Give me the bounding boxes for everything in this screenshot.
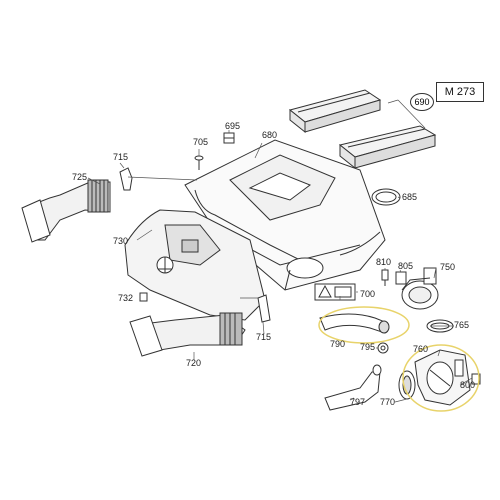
part-715b-label: 715 [256,332,272,342]
leader-lines [87,99,473,403]
air-filter-element-top [288,89,382,134]
part-797-label: 797 [350,397,366,407]
clamp-795 [377,342,389,354]
part-705-label: 705 [193,137,209,147]
highlight-throttle-760 [402,344,480,412]
part-700-label: 700 [360,289,376,299]
bolt-705 [194,155,204,170]
part-725-label: 725 [72,172,88,182]
sensor-810 [381,269,389,286]
clip-732 [139,292,148,302]
part-685-label: 685 [402,192,418,202]
part-720-label: 720 [186,358,202,368]
part-765-label: 765 [454,320,470,330]
air-filter-element-bottom [338,125,437,170]
part-760-label: 760 [413,344,429,354]
part-800-label: 800 [460,380,476,390]
part-680-label: 680 [262,130,278,140]
engine-model-label: M 273 [436,82,484,102]
hose-797 [324,364,382,411]
clamp-715-bottom [257,294,271,323]
part-750-label: 750 [440,262,456,272]
engine-cover-730 [124,209,266,321]
part-732-label: 732 [118,293,134,303]
connector-805 [395,271,407,285]
part-730-label: 730 [113,236,129,246]
hose-790 [319,313,390,334]
intake-duct-725 [21,179,111,243]
clamp-715-top [119,167,133,191]
seal-ring-685 [371,188,401,206]
part-770-label: 770 [380,397,396,407]
part-695-label: 695 [225,121,241,131]
part-790-label: 790 [330,339,346,349]
clip-695 [223,132,235,144]
part-810-label: 810 [376,257,392,267]
seal-770 [398,370,416,400]
cap-800 [471,373,481,385]
part-690-label: 690 [410,93,434,111]
intake-duct-720 [129,312,246,357]
highlight-hose-790 [318,306,410,344]
air-filter-housing [184,139,386,291]
throttle-body-760 [414,349,471,406]
part-715a-label: 715 [113,152,129,162]
air-mass-sensor-750 [401,267,439,310]
part-795-label: 795 [360,342,376,352]
warning-label-700 [314,283,356,301]
part-805-label: 805 [398,261,414,271]
